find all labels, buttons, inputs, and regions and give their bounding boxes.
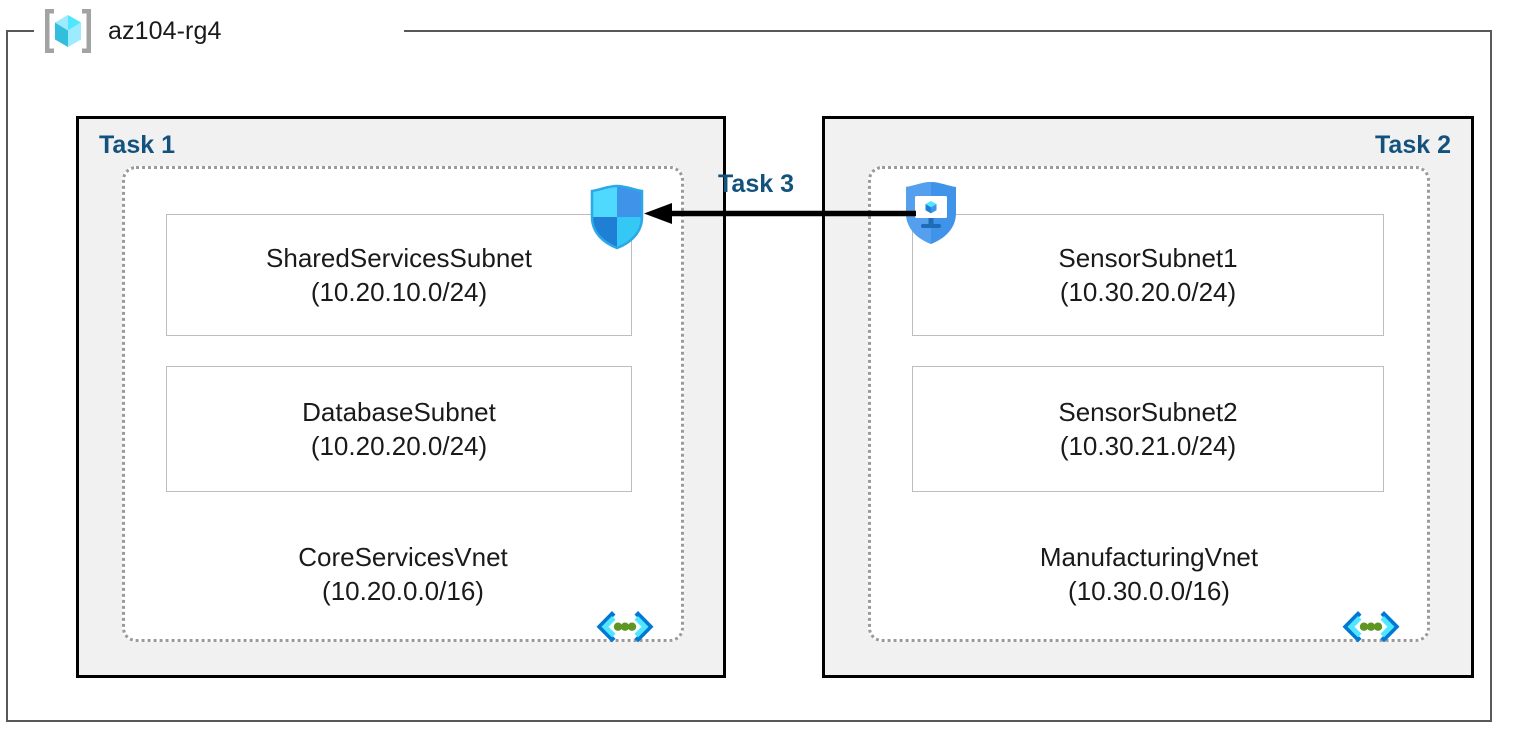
task-3-label: Task 3 xyxy=(718,170,794,198)
subnet-sensorsubnet1[interactable]: SensorSubnet1 (10.30.20.0/24) xyxy=(912,214,1384,336)
resource-group-name: az104-rg4 xyxy=(108,16,222,45)
network-security-group-shield-icon xyxy=(586,184,648,250)
virtual-machine-shield-icon xyxy=(900,180,962,246)
subnet-name: SensorSubnet2 xyxy=(1058,396,1238,427)
vnet-cidr: (10.30.0.0/16) xyxy=(1068,576,1230,607)
subnet-code-icon xyxy=(1338,608,1404,650)
vnet-name: ManufacturingVnet xyxy=(1039,542,1259,572)
resource-group-header: az104-rg4 xyxy=(42,6,221,56)
subnet-sharedservicessubnet[interactable]: SharedServicesSubnet (10.20.10.0/24) xyxy=(166,214,632,336)
resource-group-cube-icon xyxy=(42,6,94,56)
subnet-name: SensorSubnet1 xyxy=(1058,242,1238,273)
subnet-code-icon xyxy=(592,608,658,650)
resource-group-frame xyxy=(6,30,1492,722)
resource-group-title-gap xyxy=(34,18,404,44)
vnet-1-caption: CoreServicesVnet (10.20.0.0/16) xyxy=(122,540,684,609)
subnet-sensorsubnet2[interactable]: SensorSubnet2 (10.30.21.0/24) xyxy=(912,366,1384,492)
task-1-label: Task 1 xyxy=(99,131,175,159)
subnet-name: SharedServicesSubnet xyxy=(266,242,532,273)
subnet-cidr: (10.30.20.0/24) xyxy=(1059,277,1237,307)
task-2-label: Task 2 xyxy=(1375,131,1451,159)
subnet-cidr: (10.30.21.0/24) xyxy=(1059,431,1237,461)
vnet-cidr: (10.20.0.0/16) xyxy=(322,576,484,607)
vnet-name: CoreServicesVnet xyxy=(298,542,508,572)
vnet-peering-arrow xyxy=(640,196,916,232)
subnet-name: DatabaseSubnet xyxy=(302,396,496,427)
subnet-databasesubnet[interactable]: DatabaseSubnet (10.20.20.0/24) xyxy=(166,366,632,492)
subnet-cidr: (10.20.20.0/24) xyxy=(310,431,488,461)
subnet-cidr: (10.20.10.0/24) xyxy=(310,277,488,307)
vnet-2-caption: ManufacturingVnet (10.30.0.0/16) xyxy=(868,540,1430,609)
